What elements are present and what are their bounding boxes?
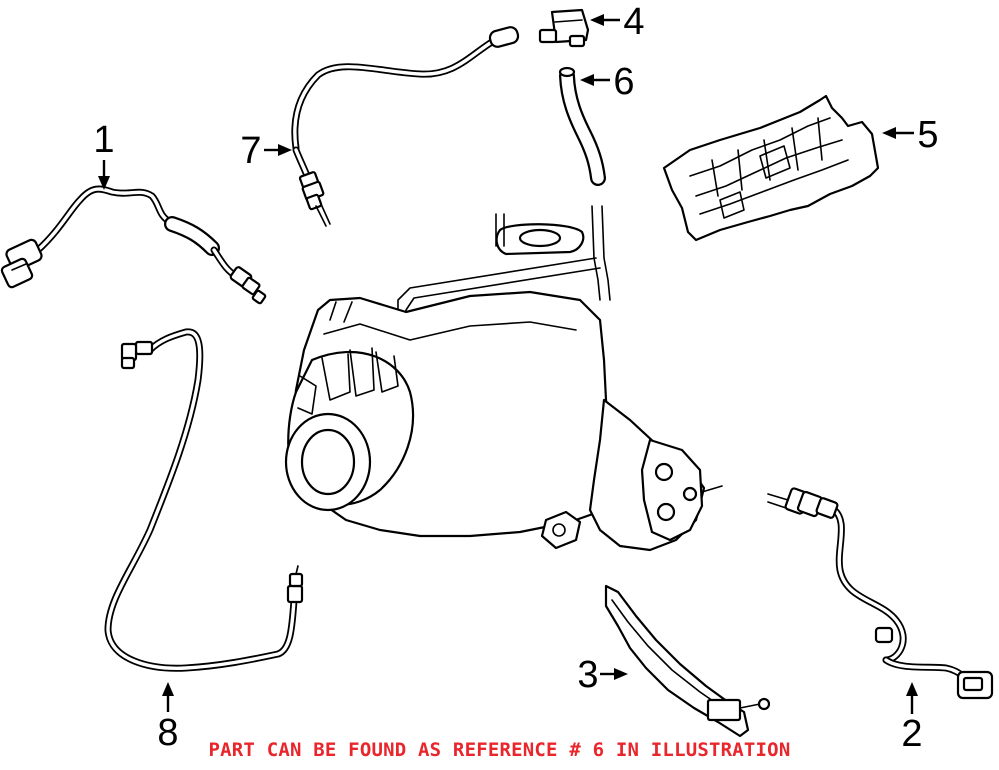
callout-2: 2 (901, 713, 922, 755)
callout-4: 4 (623, 1, 644, 43)
callout-8: 8 (157, 712, 178, 754)
part-3-bracket[interactable] (604, 584, 771, 738)
part-2-oxygen-sensor[interactable] (767, 487, 994, 700)
callout-1: 1 (93, 119, 114, 161)
callout-arrows (98, 14, 918, 714)
callout-5: 5 (917, 114, 938, 156)
part-4-pressure-sensor[interactable] (538, 8, 590, 48)
part-1-oxygen-sensor[interactable] (0, 185, 267, 305)
part-5-heat-shield[interactable] (662, 94, 880, 242)
catalytic-converter (284, 205, 723, 552)
part-7-temperature-sensor[interactable] (291, 26, 520, 227)
callout-3: 3 (577, 654, 598, 696)
callout-6: 6 (613, 61, 634, 103)
callout-7: 7 (240, 130, 261, 172)
part-6-vacuum-hose[interactable] (558, 66, 606, 186)
reference-note: PART CAN BE FOUND AS REFERENCE # 6 IN IL… (208, 739, 791, 761)
part-8-temperature-sensor[interactable] (104, 328, 304, 672)
